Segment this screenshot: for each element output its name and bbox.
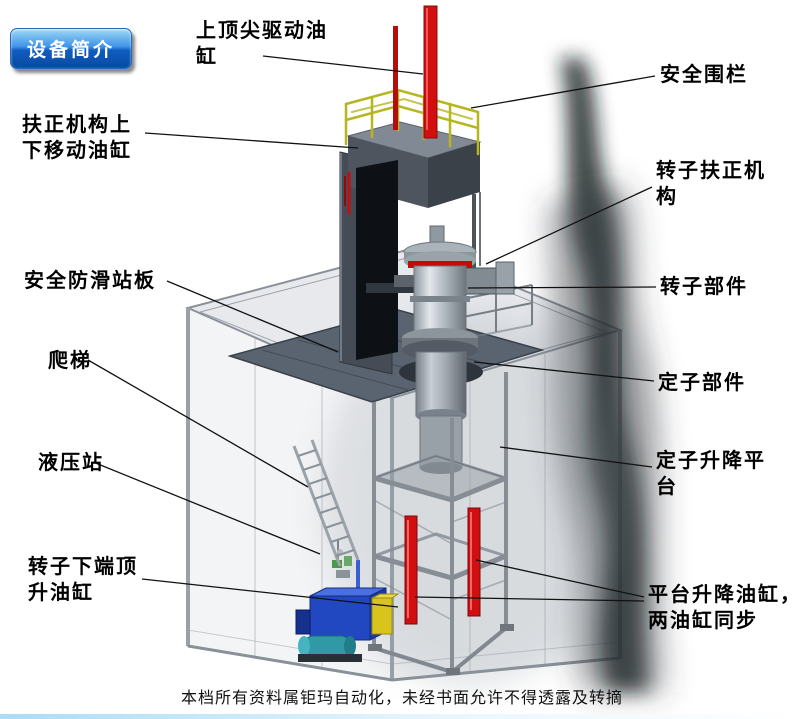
- callout-ladder: 爬梯: [48, 350, 92, 372]
- callout-centering-updown-cylinder: 扶正机构上 下移动油缸: [22, 114, 132, 162]
- callout-rotor-bottom-jack-cylinder: 转子下端顶 升油缸: [28, 556, 138, 604]
- access-ladder: [292, 439, 360, 567]
- callout-rotor-centering-mechanism: 转子扶正机 构: [656, 160, 766, 208]
- callout-safety-fence: 安全围栏: [660, 64, 748, 86]
- callout-anti-slip-plate: 安全防滑站板: [24, 270, 156, 292]
- leader-line: [87, 359, 309, 488]
- callout-hydraulic-station: 液压站: [38, 452, 104, 474]
- leader-line: [144, 132, 359, 149]
- leader-line: [141, 578, 399, 608]
- leader-line: [467, 286, 657, 289]
- leader-line: [92, 461, 321, 555]
- leader-line: [499, 446, 653, 468]
- leader-line: [475, 559, 645, 598]
- callout-stator-lift-platform: 定子升降平 台: [656, 450, 766, 498]
- callout-platform-lift-cylinders: 平台升降油缸， 两油缸同步: [648, 584, 802, 632]
- rotor-assembly: [402, 225, 478, 360]
- callout-stator-component: 定子部件: [658, 372, 746, 394]
- main-column: [339, 121, 482, 375]
- bottom-accent-bar: [0, 714, 804, 719]
- stator-assembly: [415, 351, 467, 474]
- callout-rotor-component: 转子部件: [660, 276, 748, 298]
- top-drive-cylinder-rod: [393, 5, 438, 139]
- footer-disclaimer: 本档所有资料属钜玛自动化，未经书面允许不得透露及转摘: [180, 690, 623, 707]
- leader-lines: [87, 55, 657, 608]
- hydraulic-station-unit: [295, 560, 400, 662]
- leader-line: [485, 186, 653, 265]
- callout-top-center-drive-cylinder: 上顶尖驱动油 缸: [196, 20, 328, 68]
- leader-line: [470, 75, 656, 109]
- leader-line: [473, 361, 655, 382]
- leader-line: [414, 596, 645, 602]
- leader-line: [262, 55, 424, 75]
- leader-line: [166, 280, 339, 353]
- title-badge: 设备简介: [10, 28, 133, 69]
- platform-lift-cylinder-right: [467, 507, 481, 617]
- platform-lift-cylinder-left: [404, 515, 418, 625]
- lift-platform-frame: [368, 372, 514, 675]
